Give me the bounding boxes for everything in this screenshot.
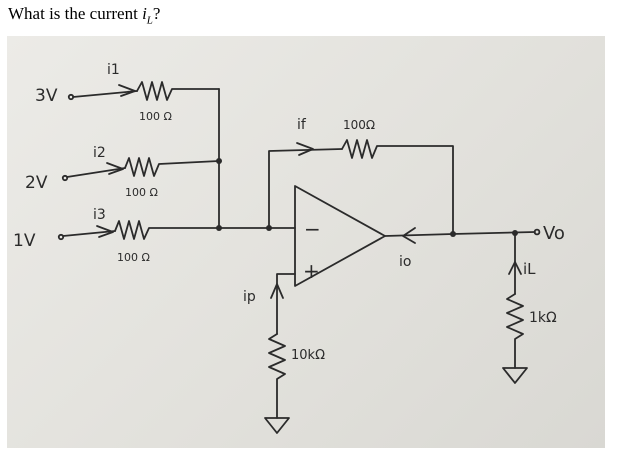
source-1v-terminal xyxy=(57,233,65,241)
wire-noninverting-input xyxy=(276,273,296,335)
junction-dot-2v xyxy=(216,158,222,164)
current-if-label: if xyxy=(297,117,307,133)
ground-symbol-load xyxy=(502,367,528,384)
arrow-il xyxy=(508,261,522,275)
resistor-load xyxy=(506,293,524,369)
arrow-if xyxy=(296,142,314,156)
resistor-r2 xyxy=(124,157,220,177)
feedback-wire-left xyxy=(268,148,343,229)
arrow-i2 xyxy=(106,162,124,175)
arrow-io xyxy=(402,227,416,244)
output-terminal xyxy=(533,228,541,236)
wire-3v xyxy=(72,90,138,98)
question-suffix: ? xyxy=(152,4,161,23)
circuit-diagram: 3V i1 100 Ω 2V i2 100 Ω 1V i3 100 Ω if 1… xyxy=(13,62,565,434)
question-text: What is the current iL? xyxy=(8,4,160,26)
current-i2-label: i2 xyxy=(93,145,106,161)
arrow-i3 xyxy=(96,225,114,238)
output-vo-label: Vo xyxy=(543,223,565,244)
feedback-resistor-label: 100Ω xyxy=(343,118,375,132)
source-2v-terminal xyxy=(61,174,69,182)
source-3v-label: 3V xyxy=(35,86,58,106)
ground-symbol-plus xyxy=(264,417,290,434)
resistor-r2-label: 100 Ω xyxy=(125,186,158,199)
arrow-i1 xyxy=(118,84,136,97)
question-prefix: What is the current xyxy=(8,4,143,23)
resistor-r1-label: 100 Ω xyxy=(139,110,172,123)
junction-dot-1v xyxy=(216,225,222,231)
current-il-label: iL xyxy=(523,260,536,278)
question-variable: iL xyxy=(142,4,153,27)
current-io-label: io xyxy=(399,254,411,270)
wire-2v xyxy=(66,167,126,178)
resistor-10k-label: 10kΩ xyxy=(291,348,325,363)
opamp-plus-sign: + xyxy=(303,259,320,283)
current-i3-label: i3 xyxy=(93,207,106,223)
junction-dot-output xyxy=(450,231,456,237)
opamp-minus-sign: − xyxy=(304,217,321,241)
resistor-load-label: 1kΩ xyxy=(529,310,557,326)
current-ip-label: ip xyxy=(243,289,256,305)
resistor-10k xyxy=(268,333,286,419)
current-i1-label: i1 xyxy=(107,62,120,78)
source-2v-label: 2V xyxy=(25,173,48,193)
wire-1v xyxy=(62,230,116,237)
resistor-r3 xyxy=(114,220,270,240)
feedback-resistor xyxy=(341,139,454,235)
arrow-ip xyxy=(270,283,284,299)
source-1v-label: 1V xyxy=(13,231,36,251)
opamp-triangle xyxy=(294,185,386,287)
circuit-photo: 3V i1 100 Ω 2V i2 100 Ω 1V i3 100 Ω if 1… xyxy=(7,36,605,448)
resistor-r3-label: 100 Ω xyxy=(117,251,150,264)
resistor-r1 xyxy=(136,81,220,101)
